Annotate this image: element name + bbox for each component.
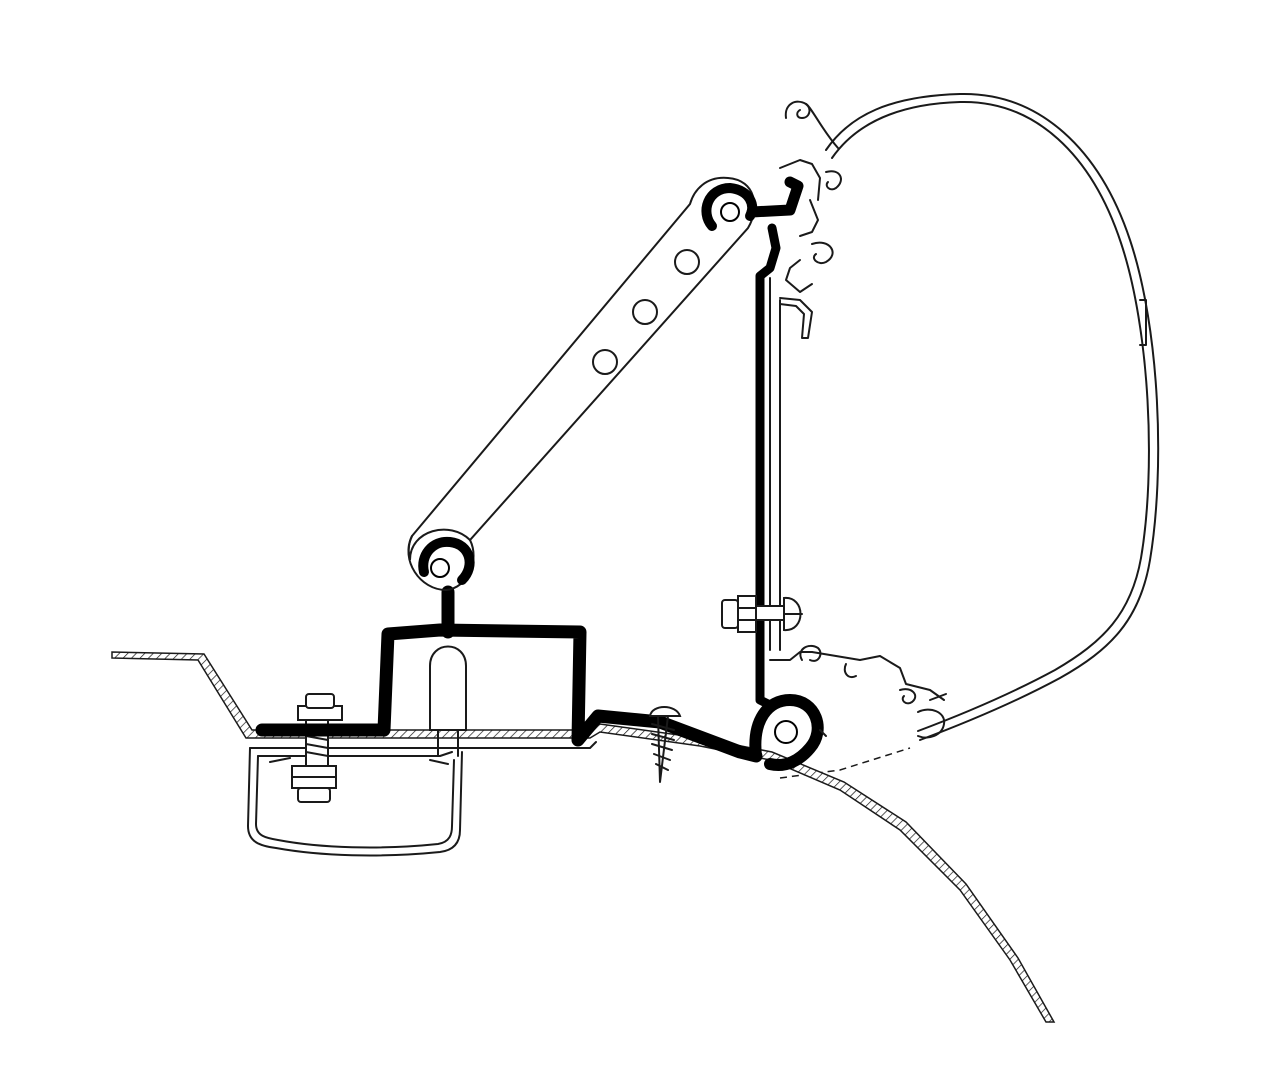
mounting-bracket bbox=[255, 585, 763, 763]
awning-cassette bbox=[769, 92, 1160, 779]
vertical-adapter-plate bbox=[746, 176, 827, 771]
wood-screw bbox=[648, 706, 682, 783]
rubber-plug bbox=[429, 645, 467, 757]
diagonal-strut bbox=[407, 176, 758, 591]
plate-bolt bbox=[721, 595, 803, 633]
